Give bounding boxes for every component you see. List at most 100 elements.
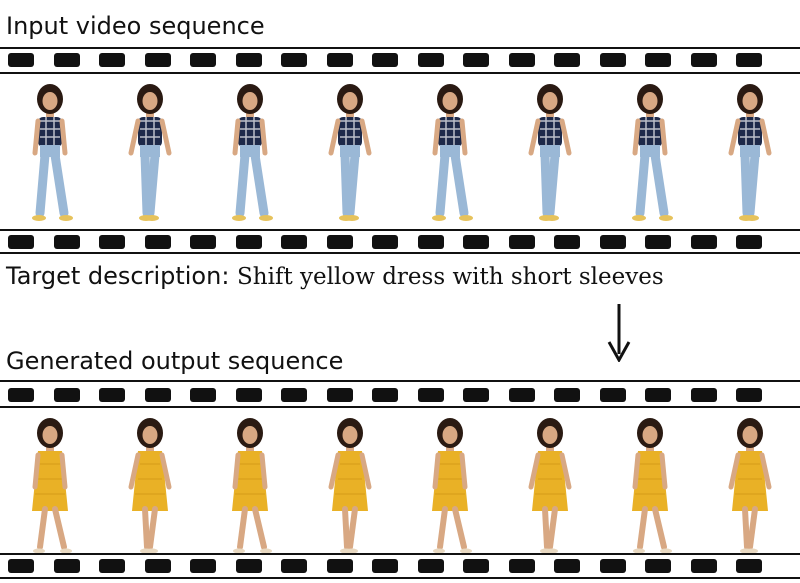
down-arrow-icon	[607, 304, 631, 362]
person-figure-icon	[328, 84, 372, 221]
input-frames-row	[0, 75, 800, 229]
person-figure-icon	[528, 418, 572, 554]
input-frame	[700, 75, 800, 229]
person-figure-icon	[728, 418, 772, 554]
film-hole	[418, 53, 444, 67]
output-frames-row	[0, 409, 800, 563]
film-hole	[8, 559, 34, 573]
film-hole	[691, 388, 717, 402]
film-hole	[645, 388, 671, 402]
person-figure-icon	[32, 84, 73, 221]
input-frame	[400, 75, 500, 229]
film-hole	[691, 235, 717, 249]
film-perforation-row	[0, 235, 800, 249]
film-hole	[236, 559, 262, 573]
person-figure-icon	[632, 84, 673, 221]
film-hole	[281, 559, 307, 573]
film-hole	[236, 235, 262, 249]
film-hole	[645, 53, 671, 67]
film-hole	[600, 53, 626, 67]
film-perforation-row	[0, 53, 800, 67]
film-border-line	[0, 406, 800, 408]
film-hole	[509, 559, 535, 573]
output-frame	[300, 409, 400, 563]
film-hole	[281, 235, 307, 249]
film-hole	[372, 53, 398, 67]
person-figure-icon	[232, 84, 273, 221]
film-hole	[509, 235, 535, 249]
film-perforation-row	[0, 559, 800, 573]
person-figure-icon	[232, 418, 272, 554]
film-hole	[554, 53, 580, 67]
input-sequence-title: Input video sequence	[6, 12, 265, 40]
person-figure-icon	[328, 418, 372, 554]
film-hole	[54, 235, 80, 249]
film-hole	[236, 388, 262, 402]
film-hole	[327, 53, 353, 67]
film-border-line	[0, 47, 800, 49]
film-hole	[736, 559, 762, 573]
film-hole	[463, 388, 489, 402]
film-hole	[8, 235, 34, 249]
target-description-label: Target description:	[6, 262, 230, 290]
film-hole	[418, 559, 444, 573]
film-hole	[736, 53, 762, 67]
person-figure-icon	[128, 84, 172, 221]
person-figure-icon	[128, 418, 172, 554]
output-frame	[500, 409, 600, 563]
output-frame	[600, 409, 700, 563]
film-hole	[554, 235, 580, 249]
film-border-line	[0, 553, 800, 555]
target-description-line: Target description: Shift yellow dress w…	[6, 262, 664, 291]
film-hole	[418, 235, 444, 249]
film-hole	[554, 559, 580, 573]
film-hole	[691, 559, 717, 573]
film-hole	[463, 235, 489, 249]
film-hole	[54, 53, 80, 67]
film-hole	[145, 235, 171, 249]
target-description-text: Shift yellow dress with short sleeves	[237, 264, 664, 290]
input-frame	[0, 75, 100, 229]
film-border-line	[0, 577, 800, 579]
film-hole	[190, 53, 216, 67]
film-hole	[281, 388, 307, 402]
film-hole	[372, 388, 398, 402]
film-hole	[372, 559, 398, 573]
film-hole	[54, 388, 80, 402]
output-frame	[400, 409, 500, 563]
film-hole	[145, 559, 171, 573]
film-hole	[145, 388, 171, 402]
film-hole	[190, 388, 216, 402]
film-hole	[190, 235, 216, 249]
film-hole	[736, 388, 762, 402]
film-hole	[600, 388, 626, 402]
input-frame	[100, 75, 200, 229]
output-frame	[700, 409, 800, 563]
film-hole	[99, 388, 125, 402]
film-hole	[99, 235, 125, 249]
film-hole	[509, 388, 535, 402]
film-hole	[281, 53, 307, 67]
person-figure-icon	[432, 84, 473, 221]
film-hole	[463, 559, 489, 573]
film-hole	[99, 53, 125, 67]
film-hole	[327, 235, 353, 249]
film-hole	[418, 388, 444, 402]
input-frame	[300, 75, 400, 229]
output-frame	[100, 409, 200, 563]
output-frame	[200, 409, 300, 563]
film-perforation-row	[0, 388, 800, 402]
film-border-line	[0, 252, 800, 254]
film-hole	[600, 235, 626, 249]
film-hole	[645, 559, 671, 573]
person-figure-icon	[32, 418, 72, 554]
film-hole	[54, 559, 80, 573]
film-hole	[509, 53, 535, 67]
film-border-line	[0, 229, 800, 231]
film-hole	[8, 388, 34, 402]
film-hole	[691, 53, 717, 67]
input-frame	[200, 75, 300, 229]
film-hole	[463, 53, 489, 67]
film-hole	[327, 559, 353, 573]
film-hole	[8, 53, 34, 67]
